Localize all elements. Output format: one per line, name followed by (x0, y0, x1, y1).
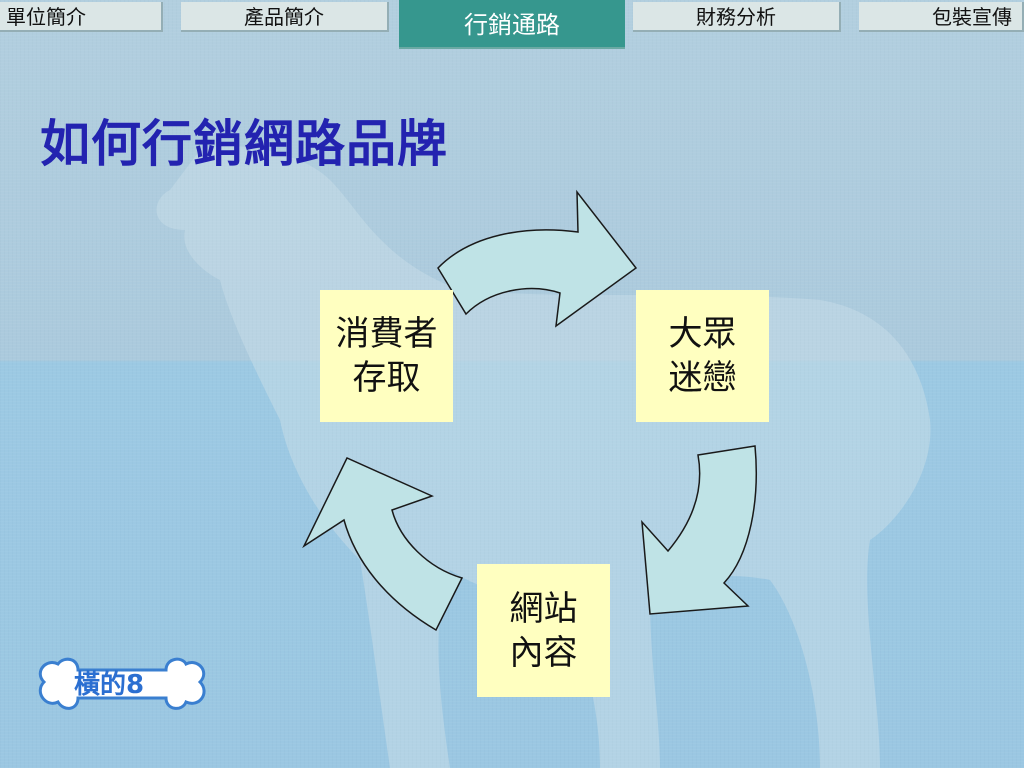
node-public-fascination-line2: 迷戀 (668, 358, 737, 398)
brand-logo: 橫的8 (38, 657, 206, 710)
node-website-content: 網站 內容 (477, 564, 610, 697)
node-consumer-access-line2: 存取 (352, 358, 421, 398)
node-website-content-line2: 內容 (509, 632, 578, 673)
slide-title: 如何行銷網路品牌 (40, 115, 448, 173)
tab-unit-intro[interactable]: 單位簡介 (0, 2, 163, 32)
tab-financial-analysis[interactable]: 財務分析 (633, 2, 841, 32)
arrow-left-icon (302, 457, 464, 632)
node-website-content-line1: 網站 (509, 588, 578, 629)
arrow-top-icon (437, 189, 638, 328)
node-consumer-access-line1: 消費者 (335, 314, 438, 354)
node-public-fascination-line1: 大眾 (668, 314, 737, 354)
tab-packaging-promotion[interactable]: 包裝宣傳 (859, 2, 1024, 32)
tab-product-intro[interactable]: 產品簡介 (181, 2, 389, 32)
tab-marketing-channels[interactable]: 行銷通路 (399, 0, 625, 49)
node-consumer-access: 消費者 存取 (320, 290, 453, 422)
logo-text: 橫的8 (74, 669, 144, 700)
node-public-fascination: 大眾 迷戀 (636, 290, 769, 422)
arrow-right-icon (641, 445, 757, 615)
bone-logo-icon (38, 657, 206, 710)
